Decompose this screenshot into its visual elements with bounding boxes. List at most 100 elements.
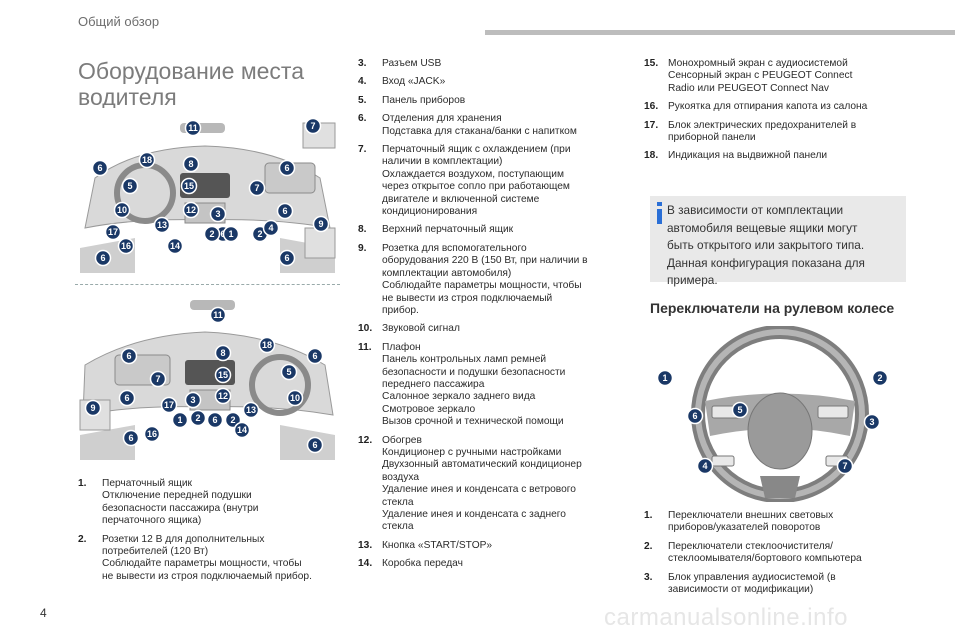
callout-badge-label: 9 <box>90 403 95 413</box>
list-item-line: Radio или PEUGEOT Connect Nav <box>668 82 829 94</box>
list-item-line: Кнопка «START/STOP» <box>382 539 493 551</box>
callout-badge: 2 <box>203 225 221 243</box>
callout-badge: 2 <box>189 409 207 427</box>
callout-badge: 3 <box>209 205 227 223</box>
list-item-line: Отделения для хранения <box>382 113 502 125</box>
callout-badge-label: 12 <box>186 205 196 215</box>
list-item: 14.Коробка передач <box>358 558 620 570</box>
callout-badge: 18 <box>138 151 156 169</box>
list-item-number: 16. <box>644 101 659 113</box>
callout-badge: 6 <box>278 249 296 267</box>
list-item-line: через открытое сопло при работающем <box>382 181 570 193</box>
list-item: 4.Вход «JACK» <box>358 76 620 88</box>
callout-badge-label: 6 <box>97 163 102 173</box>
list-item-line: Разъем USB <box>382 58 442 69</box>
list-item-line: Панель контрольных ламп ремней <box>382 354 547 366</box>
callout-badge-label: 18 <box>262 340 272 350</box>
callout-badge: 15 <box>180 177 198 195</box>
callout-badge-label: 5 <box>737 405 742 415</box>
list-item-text: Панель приборов <box>382 95 620 107</box>
list-item-line: прибор. <box>382 304 419 316</box>
list-item-number: 13. <box>358 539 373 551</box>
callout-badge-label: 17 <box>108 227 118 237</box>
callout-badge: 14 <box>166 237 184 255</box>
list-item: 10.Звуковой сигнал <box>358 323 620 335</box>
callout-badge: 6 <box>276 202 294 220</box>
list-item: 8.Верхний перчаточный ящик <box>358 224 620 236</box>
callout-badge: 12 <box>182 201 200 219</box>
callout-badge-label: 7 <box>842 461 847 471</box>
callout-badge: 5 <box>121 177 139 195</box>
callout-badge-label: 7 <box>155 374 160 384</box>
callout-badge-label: 13 <box>157 220 167 230</box>
list-item-line: Панель приборов <box>382 94 466 106</box>
callout-badge-label: 6 <box>284 253 289 263</box>
list-item-line: стекла <box>382 521 414 533</box>
list-item-line: Индикация на выдвижной панели <box>668 150 828 162</box>
callout-badge: 1 <box>222 225 240 243</box>
callout-badge: 1 <box>656 369 674 387</box>
page-title-line: водителя <box>78 84 177 110</box>
header-section-title: Общий обзор <box>78 14 160 29</box>
header-bar <box>485 30 955 35</box>
callout-badge-label: 6 <box>212 415 217 425</box>
callout-badge: 8 <box>182 155 200 173</box>
callout-badge-label: 6 <box>282 206 287 216</box>
list-item-line: Сенсорный экран с PEUGEOT Connect <box>668 70 853 82</box>
list-item-number: 8. <box>358 224 367 236</box>
list-item-text: Рукоятка для отпирания капота из салона <box>668 101 912 113</box>
callout-badge-label: 2 <box>195 413 200 423</box>
page-number: 4 <box>40 606 47 620</box>
list-item-line: Рукоятка для отпирания капота из салона <box>668 101 868 113</box>
callout-badge-label: 1 <box>662 373 667 383</box>
list-item-line: Перчаточный ящик <box>102 478 192 489</box>
callout-badge: 6 <box>686 407 704 425</box>
page-title: Оборудование места водителя <box>78 58 304 110</box>
callout-badge: 16 <box>143 425 161 443</box>
list-item-number: 9. <box>358 242 367 254</box>
callout-badge-label: 10 <box>290 393 300 403</box>
list-item-number: 14. <box>358 558 373 570</box>
callout-badge: 11 <box>184 119 202 137</box>
list-item-line: Смотровое зеркало <box>382 403 476 415</box>
list-item-text: Вход «JACK» <box>382 76 620 88</box>
callout-badge-label: 2 <box>209 229 214 239</box>
list-item-line: потребителей (120 Вт) <box>102 546 209 558</box>
list-item-line: переднего пассажира <box>382 378 485 390</box>
list-item-line: не вывести из строя подключаемый <box>382 292 553 304</box>
callout-badge-label: 1 <box>228 229 233 239</box>
list-item-number: 7. <box>358 144 367 156</box>
callout-badge-label: 8 <box>220 348 225 358</box>
list-item-line: наличии в комплектации) <box>382 156 503 168</box>
list-item-line: Двухзонный автоматический кондиционер <box>382 459 582 471</box>
list-item-number: 11. <box>358 341 372 353</box>
callout-badge: 10 <box>286 389 304 407</box>
callout-badge-label: 6 <box>284 163 289 173</box>
callout-badge-label: 1 <box>177 415 182 425</box>
list-item: 16. Рукоятка для отпирания капота из сало… <box>644 101 912 113</box>
callout-badge: 5 <box>731 401 749 419</box>
info-line: быть открытого или закрытого типа. <box>667 238 865 253</box>
list-item-line: приборов/указателей поворотов <box>668 522 821 534</box>
callout-badge-label: 12 <box>218 391 228 401</box>
callout-badge-label: 5 <box>286 367 291 377</box>
list-item-line: перчаточного ящика) <box>102 515 202 527</box>
callout-badge: 15 <box>214 366 232 384</box>
list-item-line: Вызов срочной и технической помощи <box>382 416 564 428</box>
info-line: автомобиля вещевые ящики могут <box>667 220 858 235</box>
callout-badge-label: 11 <box>188 123 198 133</box>
list-item-line: Переключатели внешних световых <box>668 510 834 521</box>
list-item-text: Звуковой сигнал <box>382 323 620 335</box>
list-item-number: 2. <box>644 540 653 552</box>
callout-badge: 13 <box>242 401 260 419</box>
